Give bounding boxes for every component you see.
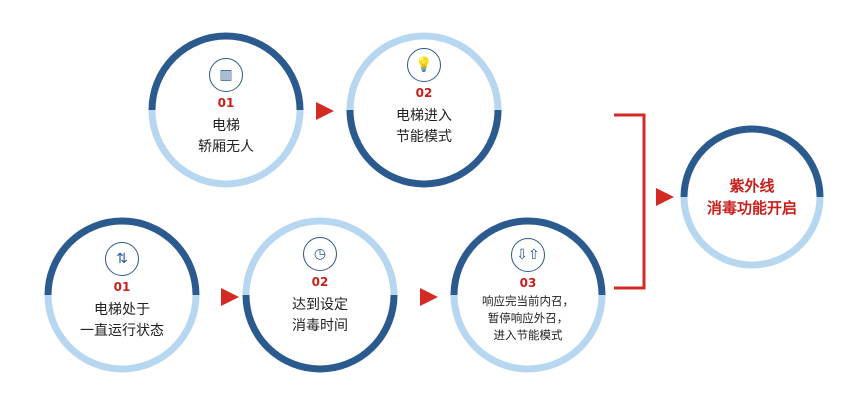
- elevator-car-icon: ▥: [209, 58, 243, 92]
- ring-arc: [148, 32, 304, 111]
- step-bottom-3: ⇩⇧ 03 响应完当前内召，暂停响应外召，进入节能模式: [453, 238, 603, 344]
- ring-arc: [346, 32, 502, 111]
- step-bottom-1: ⇅ 01 电梯处于一直运行状态: [47, 242, 197, 342]
- arrow-icon: [221, 288, 239, 306]
- ring-arc: [148, 109, 304, 188]
- ring-arc: [44, 217, 200, 296]
- arrow-icon: [420, 288, 438, 306]
- arrow-icon: [656, 188, 674, 206]
- ring-arc: [242, 217, 398, 296]
- ring-arc: [346, 109, 502, 188]
- step-bottom-2: ◷ 02 达到设定消毒时间: [245, 237, 395, 337]
- ring-arc: [680, 196, 824, 269]
- ring-arc: [450, 294, 606, 373]
- clock-icon: ◷: [303, 237, 337, 271]
- ring-arc: [242, 294, 398, 373]
- lightbulb-icon: 💡: [407, 48, 441, 82]
- step-top-1: ▥ 01 电梯轿厢无人: [151, 58, 301, 158]
- up-down-arrows-icon: ⇩⇧: [511, 238, 545, 272]
- bracket: [614, 113, 646, 290]
- result-uv-disinfection: 紫外线消毒功能开启: [706, 177, 797, 217]
- arrow-icon: [316, 102, 334, 120]
- step-top-2: 💡 02 电梯进入节能模式: [349, 48, 499, 148]
- elevator-icon: ⇅: [105, 242, 139, 276]
- ring-arc: [44, 294, 200, 373]
- ring-arc: [450, 217, 606, 296]
- ring-arc: [680, 125, 824, 198]
